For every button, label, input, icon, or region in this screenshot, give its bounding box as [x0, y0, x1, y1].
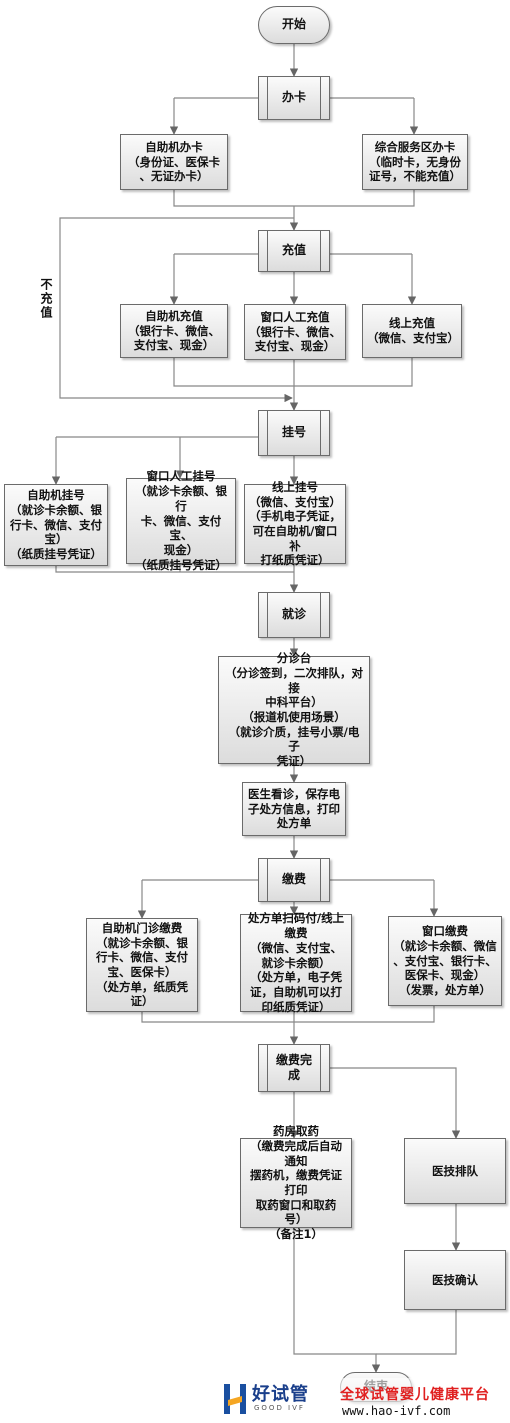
tech-confirm-node: 医技确认	[404, 1250, 506, 1310]
edge-done-tech	[320, 1067, 461, 1139]
edge-pharmacy-end	[293, 1228, 381, 1373]
edge-window-pay-merge	[294, 1006, 435, 1023]
step-register: 挂号	[258, 410, 330, 456]
triage-node: 分诊台 （分诊签到，二次排队，对接 中科平台） （报道机使用场景） （就诊介质，…	[218, 651, 370, 768]
online-register-node: 线上挂号 （微信、支付宝） （手机电子凭证， 可在自助机/窗口补 打纸质凭证）	[244, 480, 346, 567]
self-pay-node: 自助机门诊缴费 （就诊卡余额、银 行卡、微信、支付 宝、医保卡） （处方单，纸质…	[86, 918, 198, 1012]
service-card-node: 综合服务区办卡 （临时卡，无身份 证号，不能充值）	[362, 134, 468, 190]
no-recharge-label: 不充值	[39, 278, 53, 320]
edge-service-card-merge	[294, 190, 415, 207]
edge-self-card-merge	[173, 190, 294, 207]
step-pay: 缴费	[258, 858, 330, 902]
connectors	[51, 44, 461, 1373]
edge-self-register-merge	[55, 566, 294, 573]
self-card-node: 自助机办卡 （身份证、医保卡 、无证办卡）	[120, 134, 228, 190]
self-register-node: 自助机挂号 （就诊卡余额、银 行卡、微信、支付 宝） （纸质挂号凭证）	[4, 484, 108, 566]
step-visit: 就诊	[258, 592, 330, 638]
site-url: www.hao-ivf.com	[342, 1404, 451, 1418]
self-recharge-node: 自助机充值 （银行卡、微信、 支付宝、现金）	[120, 304, 228, 358]
window-register-node: 窗口人工挂号 （就诊卡余额、银行 卡、微信、支付宝、 现金） （纸质挂号凭证）	[126, 469, 236, 572]
edge-self-recharge-merge	[173, 358, 294, 387]
logo-icon	[224, 1384, 246, 1414]
logo-name: 好试管	[252, 1384, 309, 1405]
edge-self-pay-merge	[141, 1012, 294, 1023]
window-recharge-node: 窗口人工充值 （银行卡、微信、 支付宝、现金）	[244, 304, 346, 360]
edge-no-recharge	[59, 217, 294, 403]
step-pay-done: 缴费完 成	[258, 1044, 330, 1092]
watermark-backdrop	[330, 1378, 510, 1423]
pharmacy-node: 药房取药 （缴费完成后自动通知 摆药机，缴费凭证打印 取药窗口和取药号） （备注…	[240, 1124, 352, 1241]
footer-branding: 好试管 GOOD IVF 全球试管婴儿健康平台 www.hao-ivf.com	[0, 1378, 510, 1423]
scan-pay-node: 处方单扫码付/线上 缴费 （微信、支付宝、 就诊卡余额） （处方单，电子凭 证，…	[240, 911, 352, 1014]
window-pay-node: 窗口缴费 （就诊卡余额、微信 、支付宝、银行卡、 医保卡、现金） （发票，处方单…	[388, 916, 502, 1006]
online-recharge-node: 线上充值 （微信、支付宝）	[362, 304, 462, 358]
edge-confirm-end	[376, 1310, 457, 1355]
site-name: 全球试管婴儿健康平台	[340, 1387, 490, 1403]
edge-online-recharge-merge	[294, 358, 413, 387]
doctor-node: 医生看诊，保存电 子处方信息，打印 处方单	[242, 782, 346, 836]
tech-queue-node: 医技排队	[404, 1138, 506, 1204]
step-recharge: 充值	[258, 230, 330, 272]
logo-subtitle: GOOD IVF	[254, 1404, 305, 1412]
step-card: 办卡	[258, 76, 330, 120]
start-node: 开始	[258, 6, 330, 44]
